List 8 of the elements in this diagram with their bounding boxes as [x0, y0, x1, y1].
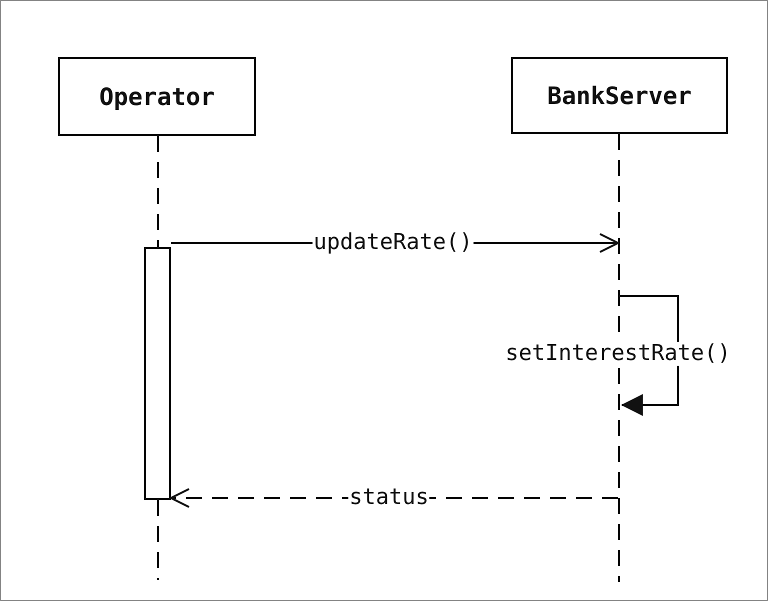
message-label: updateRate() — [312, 230, 474, 256]
participant-box — [511, 57, 728, 134]
activation-bar — [144, 247, 171, 500]
participant-box — [58, 57, 256, 136]
lifeline — [618, 134, 620, 582]
participant-name: Operator — [99, 82, 215, 110]
message-arrow — [620, 295, 679, 416]
participant-name: BankServer — [547, 82, 692, 110]
